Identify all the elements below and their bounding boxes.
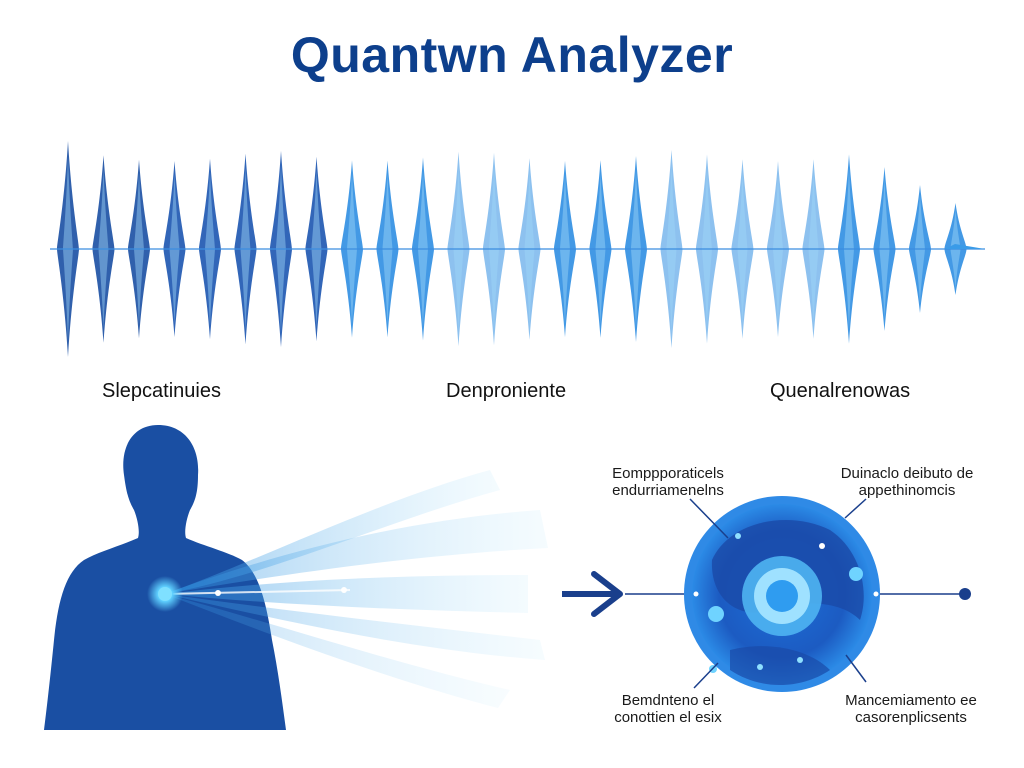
callout-top-right-line-2: appethinomcis — [858, 482, 956, 499]
callout-bottom-right: Mancemiamento ee casorenplicsents — [826, 692, 996, 726]
arrow-right-icon — [562, 571, 623, 617]
callout-bottom-left-line-2: conottien el esix — [614, 709, 722, 726]
callout-line-bottom-right — [845, 654, 867, 683]
callout-top-right-line-1: Duinaclo deibuto de — [840, 465, 974, 482]
callout-bottom-right-line-2: casorenplicsents — [855, 709, 967, 726]
axis-endpoint — [959, 588, 971, 600]
section-label-center: Denproniente — [446, 380, 567, 402]
cell-sphere-icon — [684, 496, 880, 692]
callout-bottom-left-line-1: Bemdnteno el — [621, 692, 715, 709]
glow-core — [158, 587, 172, 601]
callout-line-bottom-left — [693, 662, 719, 689]
callout-bottom-left: Bemdnteno el conottien el esix — [598, 692, 738, 726]
page-title: Quantwn Analyzer — [290, 27, 734, 83]
callout-top-left: Eomppporaticels endurriamenelns — [598, 465, 738, 499]
callout-line-top-left — [689, 498, 729, 539]
energy-beam-icon — [164, 470, 548, 708]
callout-bottom-right-line-1: Mancemiamento ee — [845, 692, 977, 709]
section-label-left: Slepcatinuies — [102, 380, 221, 402]
callout-top-left-line-1: Eomppporaticels — [612, 465, 724, 482]
section-label-right: Quenalrenowas — [770, 380, 911, 402]
callout-top-left-line-2: endurriamenelns — [612, 482, 724, 499]
callout-line-top-right — [844, 498, 867, 519]
callout-top-right: Duinaclo deibuto de appethinomcis — [822, 465, 992, 499]
waveform-tail — [945, 244, 985, 249]
